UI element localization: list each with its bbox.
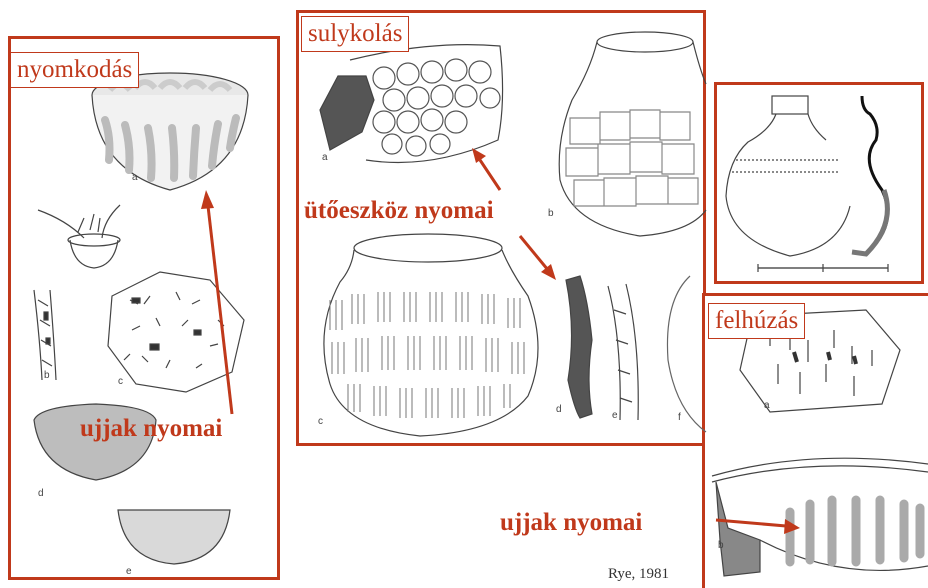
panel-label-paddling: sulykolás [301, 16, 409, 52]
bowl-section-e-drawing [118, 510, 230, 564]
annotation-paddling: ütőeszköz nyomai [304, 198, 494, 223]
dimpled-sherd-drawing [320, 45, 503, 163]
panel-label-drawing: felhúzás [708, 303, 805, 339]
pinched-bowl-drawing [92, 73, 248, 190]
panel-label-pinching: nyomkodás [10, 52, 139, 88]
arrow-pinching [208, 206, 232, 414]
annotation-pinching: ujjak nyomai [80, 416, 222, 441]
citation: Rye, 1981 [608, 566, 669, 583]
fig-letter-pinching-e: e [126, 566, 132, 577]
grooved-vessel-drawing [712, 458, 928, 576]
arrow-paddling-down [520, 236, 548, 270]
fig-letter-pinching-b: b [44, 370, 50, 381]
jar-profile-drawing [726, 96, 888, 272]
fig-letter-paddling-d: d [556, 404, 562, 415]
wall-section-drawing [34, 290, 56, 380]
wall-section-d-drawing [566, 276, 592, 418]
paddled-jar-drawing [559, 32, 706, 236]
fig-letter-paddling-e: e [612, 410, 618, 421]
fig-letter-pinching-a: a [132, 172, 138, 183]
fig-letter-paddling-c: c [318, 416, 323, 427]
wall-section-f-drawing [667, 276, 706, 432]
arrow-paddling-up [480, 160, 500, 190]
hands-pinching-drawing [38, 205, 120, 268]
fig-letter-drawing-a: a [764, 400, 770, 411]
annotation-drawing: ujjak nyomai [500, 510, 642, 535]
fig-letter-paddling-a: a [322, 152, 328, 163]
fig-letter-paddling-b: b [548, 208, 554, 219]
wall-section-e-drawing [608, 284, 638, 420]
fig-letter-drawing-b: b [718, 540, 724, 551]
ribbed-jar-drawing [324, 234, 538, 436]
fig-letter-pinching-c: c [118, 376, 123, 387]
fig-letter-paddling-f: f [678, 412, 681, 423]
fig-letter-pinching-d: d [38, 488, 44, 499]
